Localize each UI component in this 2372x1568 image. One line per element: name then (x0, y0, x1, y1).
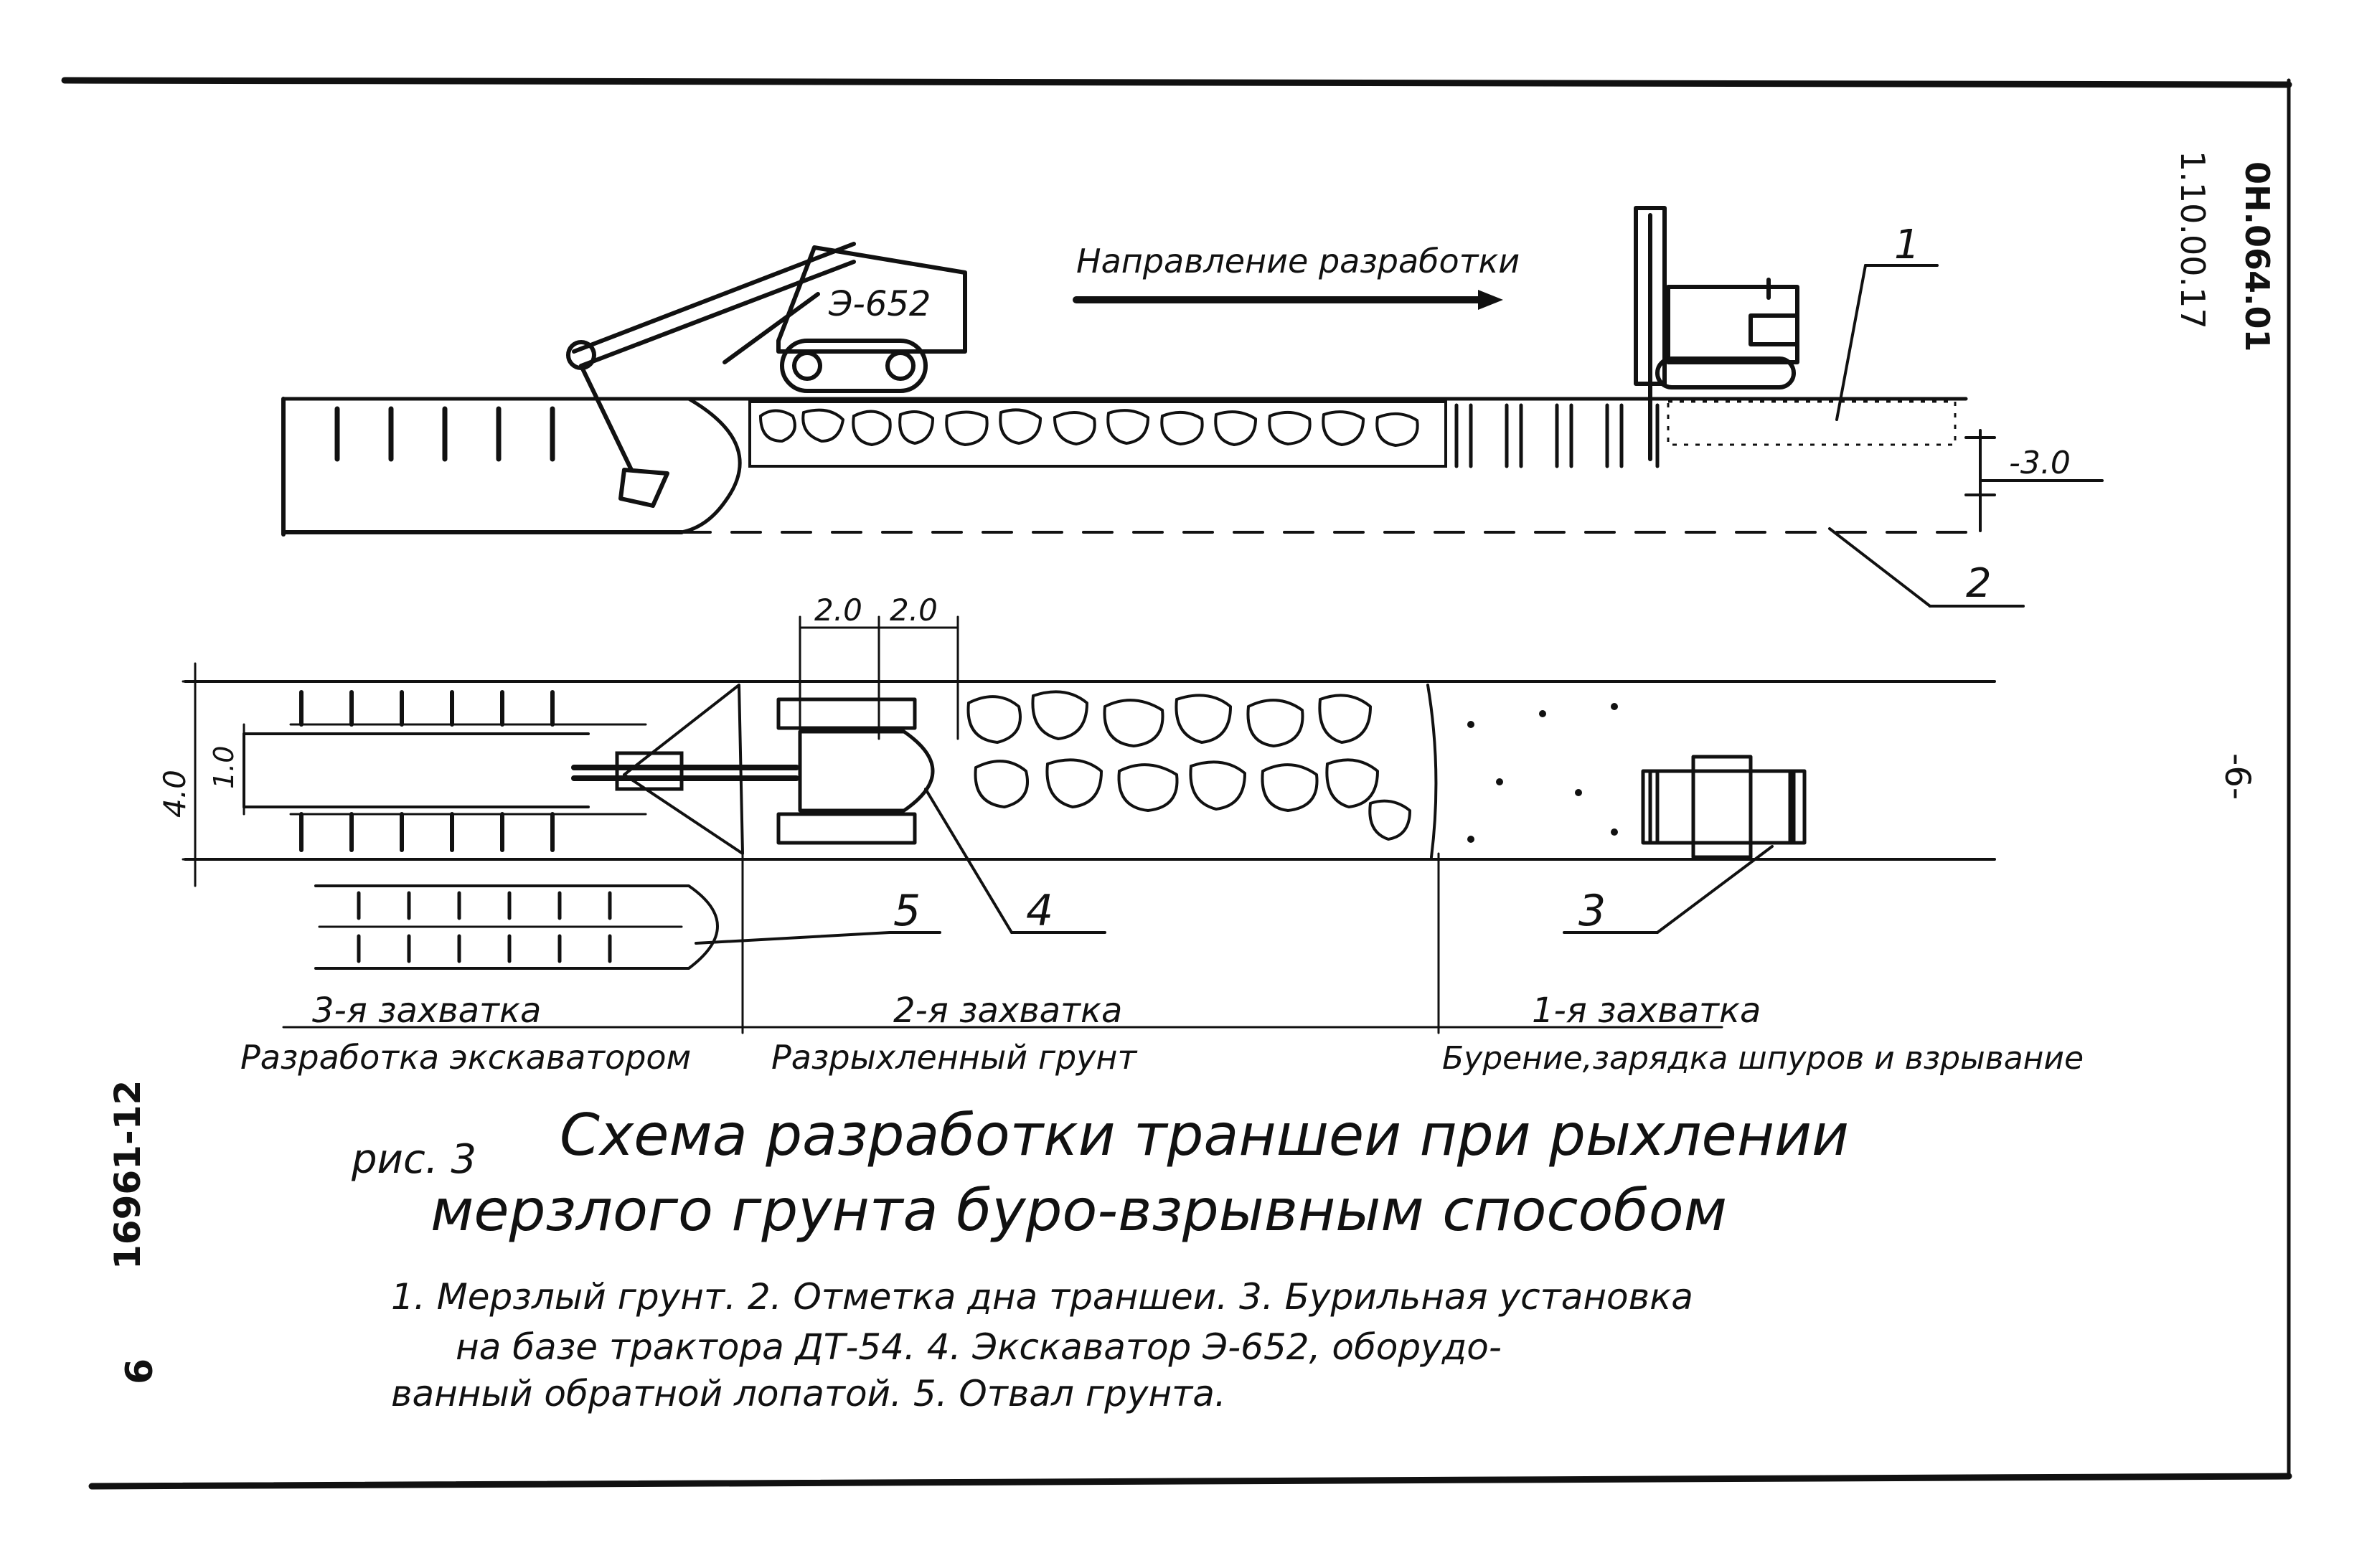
trench-plan (184, 680, 1996, 1034)
figure-title-line-2: мерзлого грунта буро-взрывным способом (430, 1177, 1727, 1244)
drill-holes-section (1454, 403, 1660, 468)
zone-labels: 3-я захватка 2-я захватка 1-я захватка Р… (240, 991, 2084, 1077)
sheet-frame (61, 77, 2292, 1490)
drilling-rig-section (1634, 206, 1799, 461)
loosened-rocks-plan (966, 690, 1411, 841)
zone-2-desc: Разрыхленный грунт (771, 1038, 1137, 1077)
figure-number: рис. 3 (351, 1136, 476, 1183)
drilling-rig-plan (1641, 755, 1807, 859)
callout-2 (1828, 527, 2025, 608)
doc-number: 1.10.00.17 (2173, 151, 2212, 329)
callout-1-label: 1 (1894, 222, 1920, 268)
archive-number: 16961-12 (107, 1080, 149, 1270)
legend-line-3: ванный обратной лопатой. 5. Отвал грунта… (391, 1373, 1226, 1414)
depth-mark-label: -3.0 (2009, 445, 2071, 481)
dim-top-2: 2.0 (890, 592, 938, 628)
legend-line-1: 1. Мерзлый грунт. 2. Отметка дна траншеи… (391, 1276, 1693, 1318)
page-marker: -6- (2217, 753, 2257, 800)
callout-5-label: 5 (893, 886, 921, 936)
callout-leaders (695, 788, 1774, 945)
zone-1-desc: Бурение,зарядка шпуров и взрывание (1442, 1040, 2084, 1077)
legend-line-2: на базе трактора ДТ-54. 4. Экскаватор Э-… (456, 1326, 1502, 1368)
doc-code: 0Н.064.01 (2238, 161, 2277, 352)
trench-section: -3.0 (281, 397, 2104, 537)
excavator-section (566, 242, 967, 508)
excavator-plan (776, 697, 935, 845)
direction-label: Направление разработки (1076, 242, 1520, 280)
direction-arrow (1073, 290, 1503, 310)
callout-4-label: 4 (1026, 886, 1053, 936)
rock-pieces-section (759, 408, 1419, 447)
callout-2-label: 2 (1966, 560, 1992, 607)
callout-1 (1835, 264, 1939, 421)
dimension-lines (182, 615, 959, 887)
frozen-soil-slits-left (334, 406, 555, 462)
depth-mark (1964, 429, 2104, 532)
zone-1-name: 1-я захватка (1532, 991, 1761, 1031)
loosened-soil-band (748, 400, 1447, 468)
callout-3-label: 3 (1578, 886, 1606, 936)
dim-width-outer: 4.0 (157, 770, 192, 818)
figure-title-line-1: Схема разработки траншеи при рыхлении (560, 1102, 1849, 1168)
zone-3-desc: Разработка экскаватором (240, 1038, 691, 1077)
excavator-model-label: Э-652 (828, 284, 931, 324)
dim-top-1: 2.0 (814, 592, 862, 628)
sheet-number: 6 (118, 1359, 161, 1384)
frozen-soil-slits-plan (289, 690, 647, 852)
dim-width-inner: 1.0 (208, 746, 240, 789)
zone-3-name: 3-я захватка (312, 991, 541, 1031)
zone-2-name: 2-я захватка (893, 991, 1122, 1031)
drill-hole-dots (1467, 703, 1618, 843)
